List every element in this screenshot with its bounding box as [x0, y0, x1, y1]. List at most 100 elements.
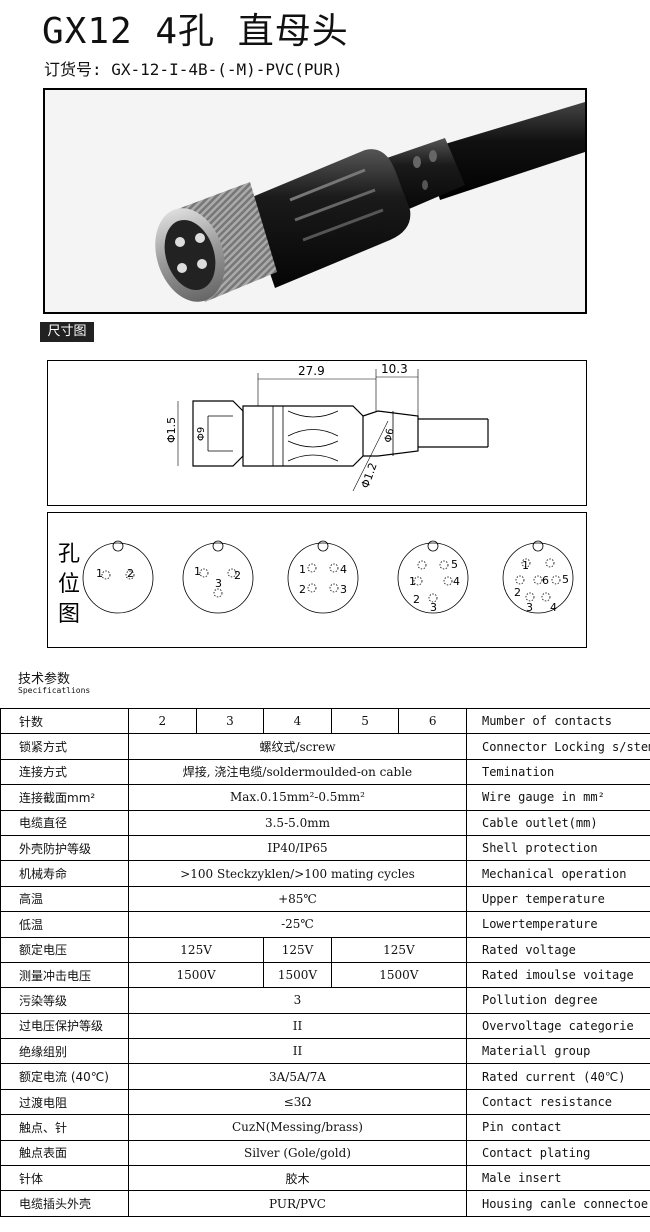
- table-row: 机械寿命 >100 Steckzyklen/>100 mating cycles…: [0, 860, 650, 887]
- spec-label: 针数: [0, 707, 129, 735]
- product-photo: [43, 88, 587, 314]
- pin-count-cell: 3: [195, 707, 265, 735]
- order-number: 订货号: GX-12-I-4B-(-M)-PVC(PUR): [44, 60, 343, 79]
- spec-label: 绝缘组别: [0, 1038, 129, 1065]
- spec-label-en: Mumber of contacts: [465, 707, 650, 735]
- spec-value: II: [128, 1038, 467, 1065]
- table-row: 电缆直径 3.5-5.0mm Cable outlet(mm): [0, 809, 650, 836]
- spec-value: >100 Steckzyklen/>100 mating cycles: [128, 860, 467, 887]
- spec-value: 胶木: [128, 1165, 467, 1192]
- spec-label-en: Contact plating: [465, 1139, 650, 1167]
- spec-label-en: Housing canle connectoe: [465, 1190, 650, 1217]
- pin-layout-4: 1 4 2 3: [287, 540, 359, 614]
- spec-value: IP40/IP65: [128, 834, 467, 862]
- dim-d6-text: Φ6: [383, 428, 396, 444]
- pin-number: 4: [453, 575, 460, 588]
- pin-count-cell: 2: [128, 707, 197, 735]
- pin-number: 1: [194, 565, 201, 578]
- table-row: 锁紧方式 螺纹式/screw Connector Locking s/stem: [0, 733, 650, 760]
- spec-value: 1500V: [330, 961, 467, 989]
- table-row: 低温 -25℃ Lowertemperature: [0, 911, 650, 938]
- pin-number: 3: [215, 577, 222, 590]
- table-row: 额定电压 125V 125V 125V Rated voltage: [0, 936, 650, 963]
- pin-number: 2: [413, 593, 420, 606]
- dim-right-text: 10.3: [381, 362, 408, 376]
- pin-label-char: 图: [58, 602, 80, 627]
- pin-number: 3: [430, 601, 437, 614]
- spec-label: 过渡电阻: [0, 1088, 129, 1116]
- spec-label-en: Pin contact: [465, 1114, 650, 1141]
- table-row: 连接方式 焊接, 浇注电缆/soldermoulded-on cable Tem…: [0, 758, 650, 786]
- spec-value: CuzN(Messing/brass): [128, 1114, 467, 1141]
- table-row: 针体 胶木 Male insert: [0, 1165, 650, 1192]
- spec-label-en: Connector Locking s/stem: [465, 733, 650, 760]
- spec-label: 污染等级: [0, 987, 129, 1014]
- pin-number: 4: [550, 601, 557, 614]
- spec-value: -25℃: [128, 911, 467, 938]
- table-row: 连接截面mm² Max.0.15mm²-0.5mm² Wire gauge in…: [0, 784, 650, 811]
- product-title: GX12 4孔 直母头: [42, 11, 349, 52]
- pin-count-cell: 6: [398, 707, 467, 735]
- spec-label: 触点表面: [0, 1139, 129, 1167]
- pin-layout-6: 2 3 4 5 6 1: [502, 540, 574, 614]
- table-row: 额定电流 (40℃) 3A/5A/7A Rated current (40℃): [0, 1063, 650, 1090]
- spec-label-en: Cable outlet(mm): [465, 809, 650, 836]
- dimension-section-label: 尺寸图: [40, 322, 94, 342]
- spec-label-en: Male insert: [465, 1165, 650, 1192]
- spec-label: 针体: [0, 1165, 129, 1192]
- pin-layout-box: 孔 位 图 1 2 1 2 3: [47, 512, 587, 648]
- spec-label: 测量冲击电压: [0, 961, 129, 989]
- table-row: 过渡电阻 ≤3Ω Contact resistance: [0, 1088, 650, 1116]
- spec-value: Max.0.15mm²-0.5mm²: [128, 784, 467, 811]
- pin-number: 1: [299, 563, 306, 576]
- spec-label: 低温: [0, 911, 129, 938]
- dim-length-text: 27.9: [298, 364, 325, 378]
- spec-label-en: Overvoltage categorie: [465, 1012, 650, 1040]
- spec-value: 3.5-5.0mm: [128, 809, 467, 836]
- spec-value: 3A/5A/7A: [128, 1063, 467, 1090]
- pin-label-char: 孔: [58, 542, 80, 567]
- pin-number: 3: [526, 601, 533, 614]
- spec-label: 电缆插头外壳: [0, 1190, 129, 1217]
- spec-value: 1500V: [263, 961, 332, 989]
- spec-label-en: Shell protection: [465, 834, 650, 862]
- table-row: 过电压保护等级 II Overvoltage categorie: [0, 1012, 650, 1040]
- connector-image: [155, 102, 585, 302]
- pin-number: 1: [96, 567, 103, 580]
- pin-count-cell: 4: [263, 707, 332, 735]
- pin-number: 4: [340, 563, 347, 576]
- pin-count-cell: 5: [330, 707, 400, 735]
- spec-label: 连接截面mm²: [0, 784, 129, 811]
- pin-number: 3: [340, 583, 347, 596]
- spec-label: 过电压保护等级: [0, 1012, 129, 1040]
- dim-d15-text: Φ1.5: [165, 417, 178, 443]
- spec-value: 1500V: [127, 961, 265, 989]
- dimension-svg: 27.9 10.3 Φ1.5 Φ9 Φ1.2 Φ6: [165, 362, 489, 492]
- spec-label-en: Temination: [465, 758, 650, 786]
- pin-number: 5: [451, 558, 458, 571]
- spec-label: 额定电流 (40℃): [0, 1063, 129, 1090]
- pin-layout-2: 1 2: [82, 540, 154, 614]
- pin-number: 6: [542, 574, 549, 587]
- dimension-drawing: 27.9 10.3 Φ1.5 Φ9 Φ1.2 Φ6: [47, 360, 587, 506]
- pin-number: 2: [127, 567, 134, 580]
- spec-label-en: Contact resistance: [465, 1088, 650, 1116]
- spec-table: 针数 2 3 4 5 6 Mumber of contacts 锁紧方式 螺纹式…: [0, 707, 650, 1217]
- spec-label: 外壳防护等级: [0, 834, 129, 862]
- spec-label: 触点、针: [0, 1114, 129, 1141]
- spec-label: 高温: [0, 885, 129, 913]
- spec-label: 电缆直径: [0, 809, 129, 836]
- spec-value: 焊接, 浇注电缆/soldermoulded-on cable: [128, 758, 467, 786]
- spec-label-en: Pollution degree: [465, 987, 650, 1014]
- table-row: 电缆插头外壳 PUR/PVC Housing canle connectoe: [0, 1190, 650, 1217]
- spec-label-en: Rated imoulse voitage: [465, 961, 650, 989]
- spec-value: 125V: [263, 936, 332, 963]
- spec-label-en: Rated voltage: [465, 936, 650, 963]
- spec-label: 锁紧方式: [0, 733, 129, 760]
- pin-number: 2: [299, 583, 306, 596]
- table-row: 外壳防护等级 IP40/IP65 Shell protection: [0, 834, 650, 862]
- dim-d12-text: Φ1.2: [359, 461, 380, 490]
- spec-label-en: Rated current (40℃): [465, 1063, 650, 1090]
- spec-label-en: Lowertemperature: [465, 911, 650, 938]
- spec-value: ≤3Ω: [128, 1088, 467, 1116]
